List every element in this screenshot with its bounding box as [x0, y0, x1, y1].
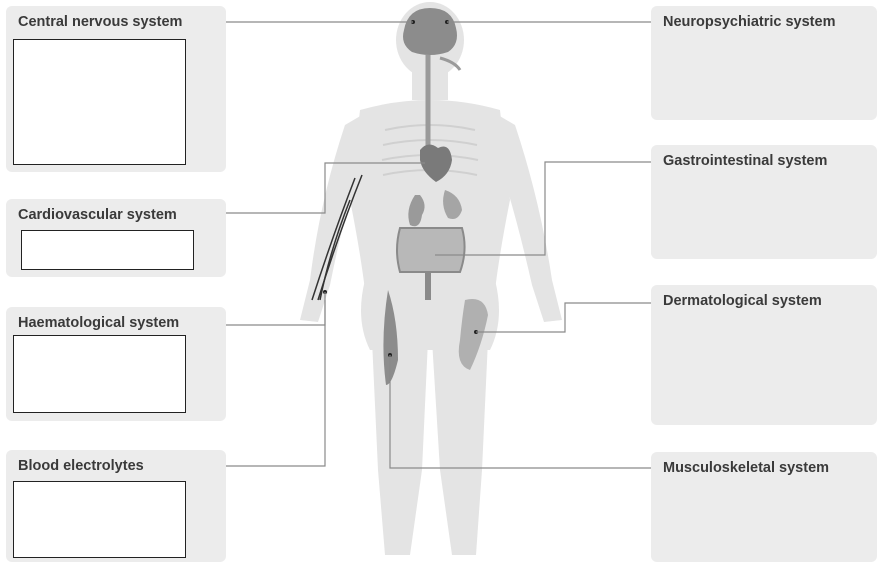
panel-cardiovascular-system: Cardiovascular system	[6, 199, 226, 277]
answer-box-cardiovascular-system[interactable]	[21, 230, 194, 270]
panel-gastrointestinal-system: Gastrointestinal system	[651, 145, 877, 259]
panel-dermatological-system: Dermatological system	[651, 285, 877, 425]
panel-central-nervous-system: Central nervous system	[6, 6, 226, 172]
panel-neuropsychiatric-system: Neuropsychiatric system	[651, 6, 877, 120]
panel-blood-electrolytes: Blood electrolytes	[6, 450, 226, 562]
panel-title-central-nervous-system: Central nervous system	[18, 14, 182, 30]
connector-msk	[390, 355, 651, 468]
intestines	[397, 228, 465, 272]
panel-title-gastrointestinal-system: Gastrointestinal system	[663, 153, 827, 169]
answer-box-haematological-system[interactable]	[13, 335, 186, 413]
connector-derm	[476, 303, 651, 332]
panel-title-neuropsychiatric-system: Neuropsychiatric system	[663, 14, 835, 30]
panel-haematological-system: Haematological system	[6, 307, 226, 421]
panel-title-musculoskeletal-system: Musculoskeletal system	[663, 460, 829, 476]
panel-title-blood-electrolytes: Blood electrolytes	[18, 458, 144, 474]
panel-title-dermatological-system: Dermatological system	[663, 293, 822, 309]
panel-title-haematological-system: Haematological system	[18, 315, 179, 331]
answer-box-central-nervous-system[interactable]	[13, 39, 186, 165]
panel-title-cardiovascular-system: Cardiovascular system	[18, 207, 177, 223]
answer-box-blood-electrolytes[interactable]	[13, 481, 186, 558]
panel-musculoskeletal-system: Musculoskeletal system	[651, 452, 877, 562]
brain	[403, 8, 457, 55]
